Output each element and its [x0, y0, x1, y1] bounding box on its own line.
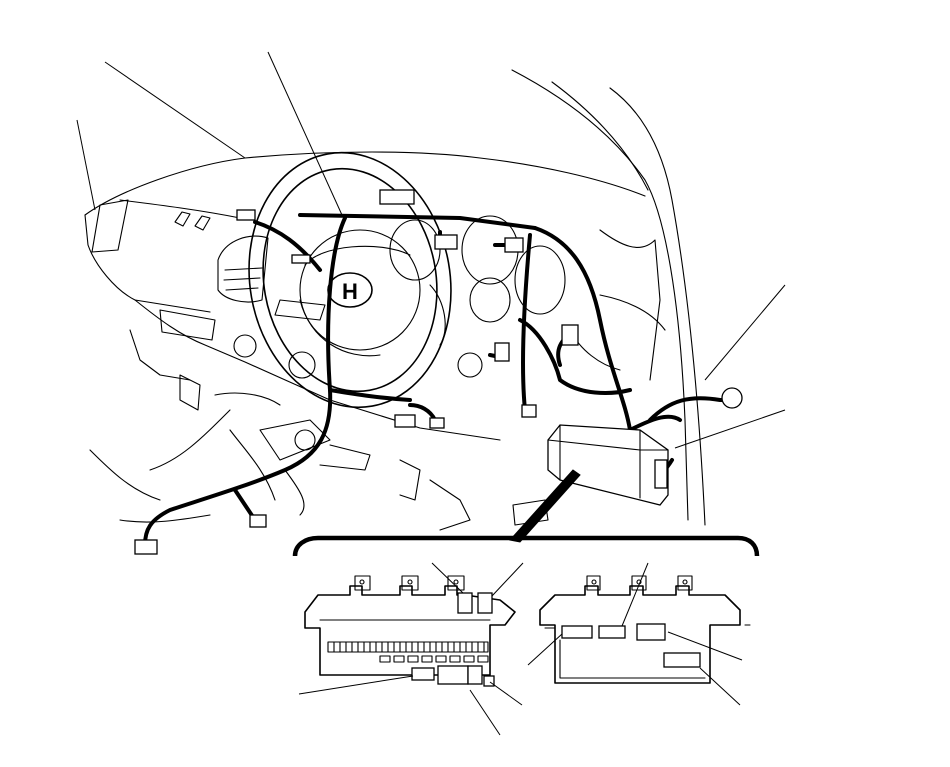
callout-bracket [292, 469, 760, 557]
fuse-row [327, 641, 489, 653]
control-unit-detail [527, 562, 751, 706]
fuse-block-detail [298, 562, 524, 736]
leader-lines [76, 51, 786, 449]
honda-logo: H [342, 279, 358, 304]
dashboard-outline [84, 69, 706, 531]
harness-connectors [134, 189, 743, 555]
small-fuse-row [379, 655, 489, 663]
steering-wheel: H [233, 151, 566, 409]
